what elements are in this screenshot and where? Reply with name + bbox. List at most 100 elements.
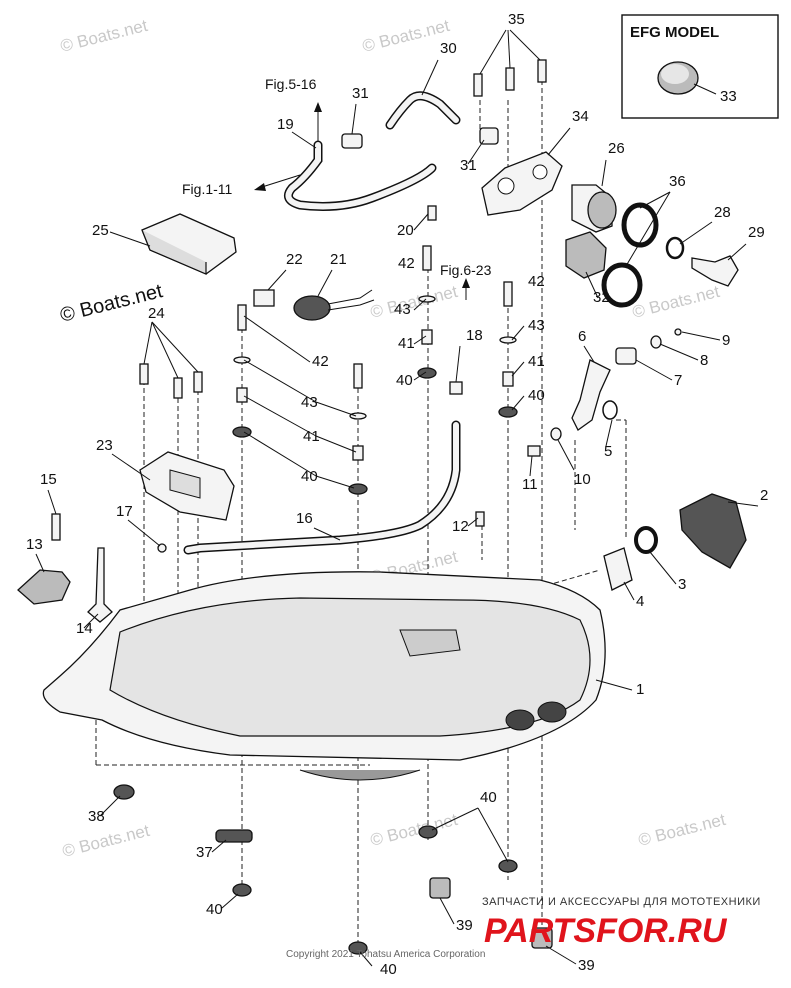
callout-leaders: [35, 29, 759, 967]
callout-41: 41: [528, 353, 545, 370]
callout-26: 26: [608, 140, 625, 157]
callout-19: 19: [277, 116, 294, 133]
junction-box-25: [141, 213, 237, 275]
callout-31: 31: [460, 157, 477, 174]
callout-43: 43: [301, 394, 318, 411]
bushing-7: [615, 347, 637, 365]
callout-41: 41: [303, 428, 320, 445]
seal-37: [215, 829, 253, 843]
callout-39: 39: [456, 917, 473, 934]
bottom-cowling-1: [42, 571, 606, 781]
grommet-39b: [531, 927, 553, 949]
clip-22: [253, 289, 275, 307]
ref-fig-1-11: Fig.1-11: [182, 181, 233, 197]
screw-11: [527, 445, 541, 457]
callout-43: 43: [528, 317, 545, 334]
callout-2: 2: [760, 487, 768, 504]
ref-fig-6-23: Fig.6-23: [440, 262, 492, 278]
reference-arrows: Fig.5-16 Fig.1-11 Fig.6-23: [182, 76, 492, 300]
callout-29: 29: [748, 224, 765, 241]
callout-12: 12: [452, 518, 469, 535]
handle-assembly-2: [603, 493, 747, 591]
mounting-plate-34: [481, 151, 563, 216]
ring-3: [634, 526, 658, 554]
watermark-text: © Boats.net: [360, 16, 451, 56]
efg-part-number: 33: [720, 88, 737, 105]
callout-25: 25: [92, 222, 109, 239]
callout-40: 40: [480, 789, 497, 806]
hose-clip-31b: [479, 127, 499, 145]
callout-34: 34: [572, 108, 589, 125]
callout-42: 42: [312, 353, 329, 370]
callout-42: 42: [528, 273, 545, 290]
bushing-4: [603, 547, 633, 591]
callout-10: 10: [574, 471, 591, 488]
connector-parts-21-22: [253, 289, 375, 321]
callout-22: 22: [286, 251, 303, 268]
callout-36: 36: [669, 173, 686, 190]
efg-model-title: EFG MODEL: [630, 24, 719, 41]
grommet-39: [429, 877, 451, 899]
brand-name: PARTSFOR.RU: [484, 912, 728, 950]
callout-40: 40: [528, 387, 545, 404]
callout-41: 41: [398, 335, 415, 352]
callout-30: 30: [440, 40, 457, 57]
efg-model-inset: EFG MODEL 33: [621, 14, 779, 119]
callout-4: 4: [636, 593, 644, 610]
callout-35: 35: [508, 11, 525, 28]
brand-tagline: ЗАПЧАСТИ И АКСЕССУАРЫ ДЛЯ МОТОТЕХНИКИ: [482, 896, 761, 908]
watermark-text: © Boats.net: [60, 821, 151, 861]
callout-21: 21: [330, 251, 347, 268]
callout-8: 8: [700, 352, 708, 369]
callout-5: 5: [604, 443, 612, 460]
watermark-text: © Boats.net: [630, 282, 721, 322]
callout-31: 31: [352, 85, 369, 102]
grommet-38: [113, 784, 135, 800]
washer-10: [550, 427, 562, 441]
lever-bracket-6: [527, 328, 682, 457]
callout-23: 23: [96, 437, 113, 454]
ring-5: [602, 400, 618, 420]
assembly-lines: [95, 80, 627, 945]
ref-fig-5-16: Fig.5-16: [265, 76, 317, 92]
watermark-text: © Boats.net: [368, 810, 459, 850]
callout-40: 40: [301, 468, 318, 485]
flush-plug-assembly: [565, 184, 739, 308]
callout-17: 17: [116, 503, 133, 520]
callout-9: 9: [722, 332, 730, 349]
callout-6: 6: [578, 328, 586, 345]
callout-14: 14: [76, 620, 93, 637]
callout-37: 37: [196, 844, 213, 861]
callout-1: 1: [636, 681, 644, 698]
sensor-21: [293, 295, 331, 321]
brand-watermark: ЗАПЧАСТИ И АКСЕССУАРЫ ДЛЯ МОТОТЕХНИКИ PA…: [482, 896, 761, 950]
callout-15: 15: [40, 471, 57, 488]
callout-13: 13: [26, 536, 43, 553]
callout-24: 24: [148, 305, 165, 322]
callout-28: 28: [714, 204, 731, 221]
washer-8: [650, 335, 662, 349]
callout-42: 42: [398, 255, 415, 272]
bracket-23: [139, 451, 235, 521]
callout-40: 40: [206, 901, 223, 918]
hose-assembly-19-30: [283, 91, 499, 211]
watermark-text: © Boats.net: [636, 810, 727, 850]
clip-9: [674, 328, 682, 336]
callout-18: 18: [466, 327, 483, 344]
callout-38: 38: [88, 808, 105, 825]
copyright-text: Copyright 2021 Tohatsu America Corporati…: [286, 949, 485, 960]
callout-20: 20: [397, 222, 414, 239]
hose-assembly-16-18: [183, 381, 463, 555]
watermark-text: © Boats.net: [368, 282, 459, 322]
callout-43: 43: [394, 301, 411, 318]
callout-3: 3: [678, 576, 686, 593]
callout-40: 40: [396, 372, 413, 389]
fuel-connector-13-14: [17, 513, 167, 623]
callout-16: 16: [296, 510, 313, 527]
callout-32: 32: [593, 289, 610, 306]
callout-11: 11: [522, 476, 538, 493]
callout-7: 7: [674, 372, 682, 389]
bottom-grommets: [113, 784, 553, 955]
